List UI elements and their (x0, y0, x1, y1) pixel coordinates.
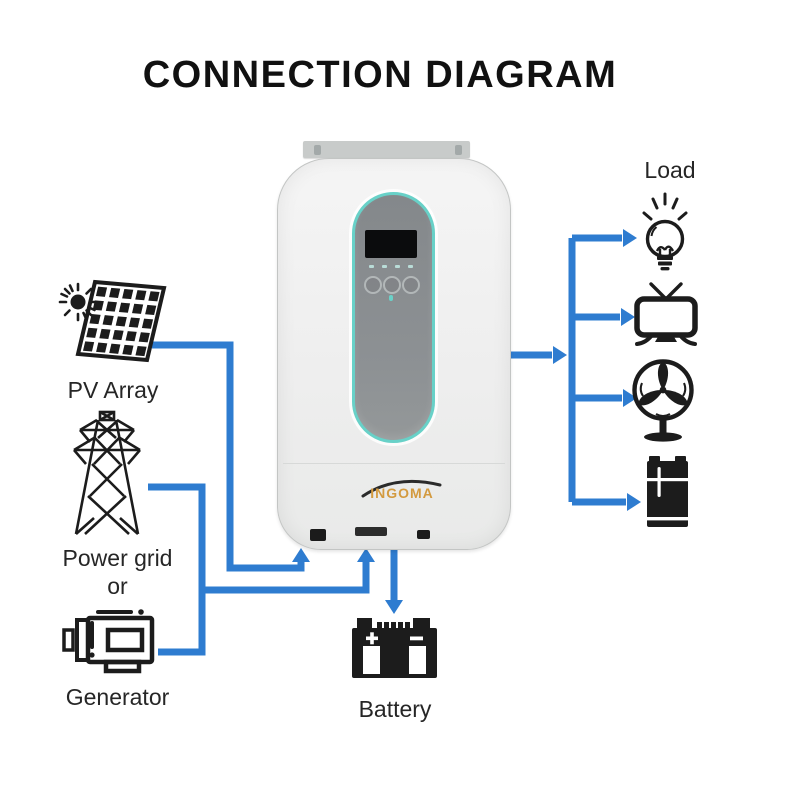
cable-gland (310, 529, 326, 541)
button-led (389, 295, 393, 301)
arrow-up-icon (292, 548, 310, 562)
panel-button (383, 276, 401, 294)
arrow-down-icon (385, 600, 403, 614)
light-bulb-icon (642, 192, 688, 271)
tv-icon (634, 282, 698, 346)
brand-logo: INGOMA (356, 474, 448, 508)
panel-button (364, 276, 382, 294)
pv-to-inverter-line (152, 341, 305, 572)
fan-icon (632, 359, 694, 442)
page-title: CONNECTION DIAGRAM (142, 54, 618, 96)
grid-generator-line (148, 483, 206, 656)
front-panel (352, 192, 435, 443)
battery-label: Battery (358, 696, 432, 722)
generator-icon (62, 609, 155, 674)
body-seam (283, 463, 505, 464)
brand-name: INGOMA (370, 485, 434, 501)
transmission-tower-icon (73, 410, 141, 535)
grid-to-inverter-line (202, 557, 370, 594)
inverter-device (277, 158, 511, 550)
indicator-led (395, 265, 400, 268)
terminal-block (355, 527, 387, 536)
logo-swoosh-icon (361, 479, 442, 498)
indicator-led (382, 265, 387, 268)
arrow-right-icon (627, 493, 641, 511)
lcd-display (365, 230, 417, 258)
pv-array-label: PV Array (67, 377, 159, 403)
screw-icon (455, 145, 462, 155)
arrow-right-icon (623, 389, 637, 407)
cable-gland (417, 530, 430, 539)
refrigerator-icon (647, 456, 688, 527)
or-label: or (107, 573, 128, 599)
battery-icon (352, 618, 437, 678)
arrow-right-icon (621, 308, 635, 326)
screw-icon (314, 145, 321, 155)
mounting-bracket (303, 141, 470, 158)
arrow-right-icon (553, 346, 567, 364)
load-label: Load (644, 157, 696, 183)
panel-button (402, 276, 420, 294)
indicator-led (369, 265, 374, 268)
solar-panel-icon (75, 279, 167, 363)
generator-label: Generator (65, 684, 170, 710)
indicator-led (408, 265, 413, 268)
arrow-up-icon (357, 548, 375, 562)
power-grid-label: Power grid (62, 545, 173, 571)
arrow-right-icon (623, 229, 637, 247)
